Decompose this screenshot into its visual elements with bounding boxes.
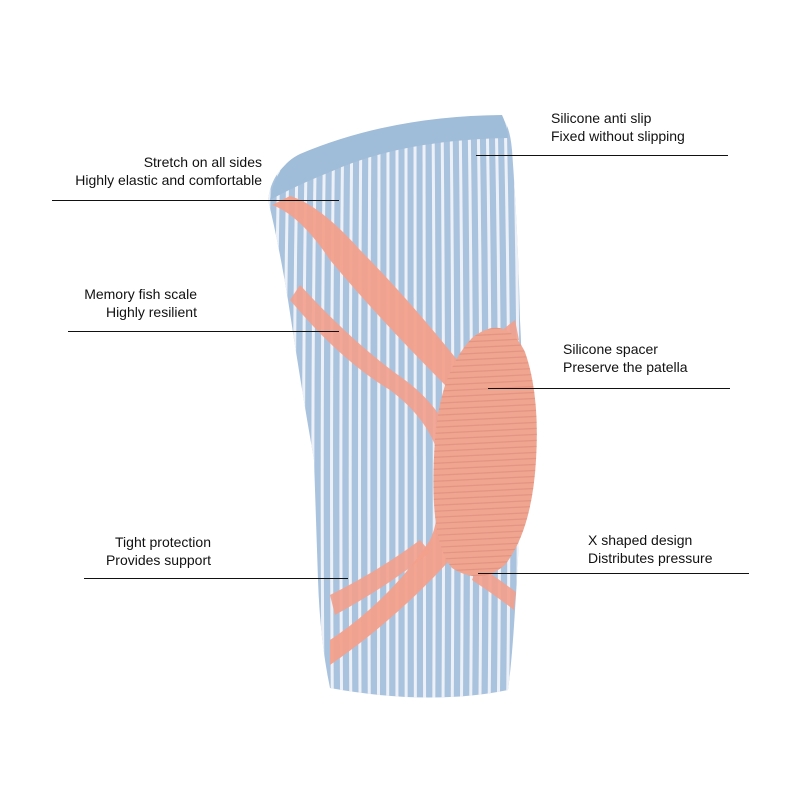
coral-band-mid-left [290,285,455,460]
pad-stripe [433,433,537,441]
coral-band-upper-left [272,196,470,390]
coral-band-lower-mid [330,540,430,615]
annotation-title: X shaped design [588,532,693,548]
annotation-subtitle: Fixed without slipping [551,128,685,144]
annotation-subtitle: Provides support [105,552,211,568]
sleeve-rib [339,118,345,698]
annotation-x-shaped-design: X shaped design Distributes pressure [588,531,713,567]
pad-stripe [433,403,537,411]
annotation-subtitle: Highly resilient [105,304,197,320]
annotation-subtitle: Distributes pressure [588,550,713,566]
leader-line-x-shape [478,573,749,574]
pad-stripe [433,451,537,459]
pad-stripe [433,523,537,531]
pad-stripe [433,505,537,513]
pad-stripe [433,475,537,483]
sleeve-rib [348,118,354,698]
annotation-subtitle: Preserve the patella [563,359,688,375]
annotation-title: Silicone anti slip [551,110,652,126]
pad-stripe [433,427,537,435]
sleeve-rib [330,118,336,698]
annotation-silicone-spacer: Silicone spacer Preserve the patella [563,340,688,376]
annotation-subtitle: Highly elastic and comfortable [75,172,262,188]
pad-stripe [433,481,537,489]
pad-stripe [433,421,537,429]
leader-line-spacer [488,388,730,389]
pad-stripe [433,469,537,477]
annotation-title: Tight protection [115,534,211,550]
pad-stripe [433,457,537,465]
leader-line-anti-slip [476,155,728,156]
annotation-anti-slip: Silicone anti slip Fixed without slippin… [551,109,685,145]
pad-stripe [433,397,537,405]
pad-stripe [433,493,537,501]
leader-line-stretch [52,200,339,201]
pad-stripe [433,517,537,525]
pad-stripe [433,445,537,453]
pad-stripe [433,463,537,471]
pad-stripe [433,487,537,495]
sleeve-rib [320,118,327,698]
leader-line-tight [84,578,348,579]
pad-stripe [433,499,537,507]
annotation-title: Stretch on all sides [143,154,262,170]
annotation-fish-scale: Memory fish scale Highly resilient [40,285,197,321]
annotation-stretch: Stretch on all sides Highly elastic and … [40,153,262,189]
pad-stripe [433,409,537,417]
coral-band-lower-right [472,565,516,610]
sleeve-rib [431,118,436,698]
leader-line-fish-scale [68,331,339,332]
coral-band-lower-left [330,470,461,665]
pad-stripe [433,511,537,519]
top-cuff-band [270,115,508,200]
annotation-title: Silicone spacer [563,341,658,357]
annotation-tight-protection: Tight protection Provides support [40,533,211,569]
annotation-title: Memory fish scale [84,286,197,302]
pad-stripe [433,439,537,447]
pad-stripe [433,415,537,423]
